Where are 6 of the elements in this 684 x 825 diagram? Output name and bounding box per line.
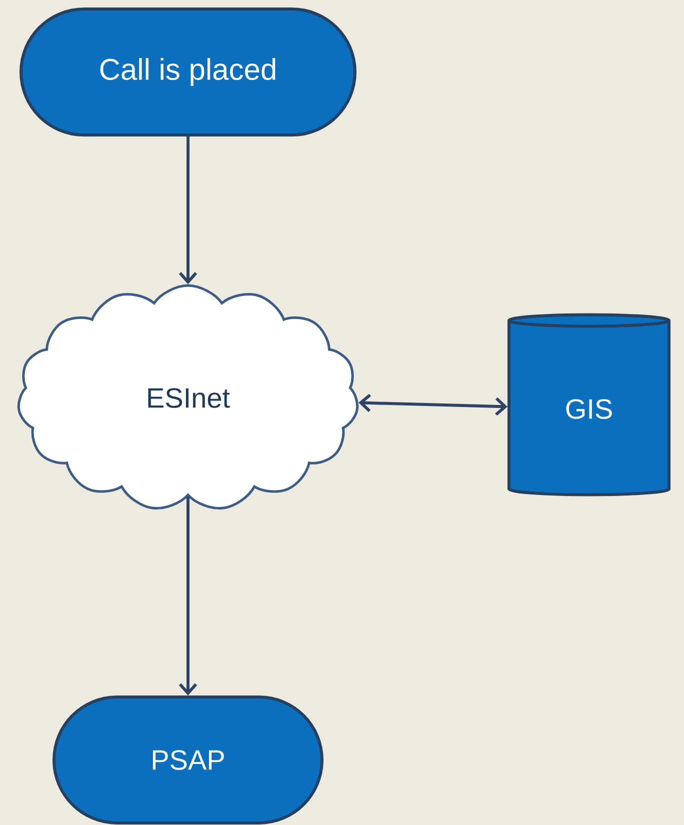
start-terminal: Call is placed: [20, 8, 356, 136]
end-terminal: PSAP: [52, 696, 324, 824]
arrow: [358, 394, 508, 416]
database-cylinder: GIS: [508, 313, 670, 496]
arrow: [178, 136, 198, 284]
network-cloud: ESInet: [17, 284, 359, 510]
